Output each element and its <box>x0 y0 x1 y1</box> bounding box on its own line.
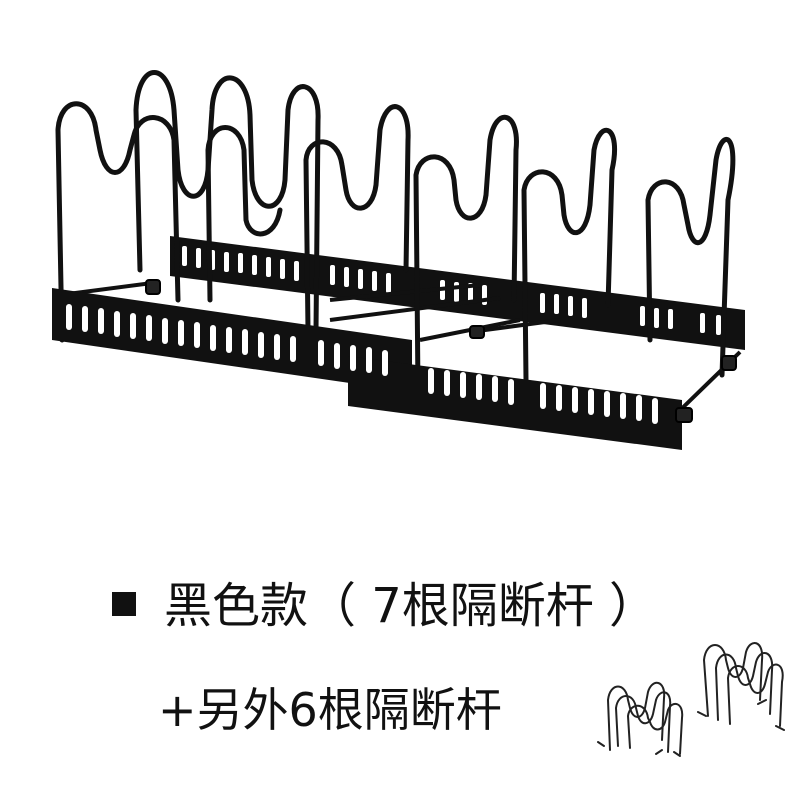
black-square-bullet-icon <box>112 592 136 616</box>
rack-connector-knobs <box>145 279 737 423</box>
extra-caption: +另外6根隔断杆 <box>158 672 502 742</box>
pot-lid-rack-photo <box>52 70 745 450</box>
rack-front-rail <box>52 288 682 450</box>
extra-label: +另外6根隔断杆 <box>158 683 502 737</box>
divider-rods <box>55 70 736 393</box>
divider-rods-illustration-icon <box>597 642 785 757</box>
variant-label: 黑色款（ 7根隔断杆 ） <box>164 578 658 634</box>
variant-caption: 黑色款（ 7根隔断杆 ） <box>112 566 657 636</box>
rack-back-rail <box>170 236 745 350</box>
